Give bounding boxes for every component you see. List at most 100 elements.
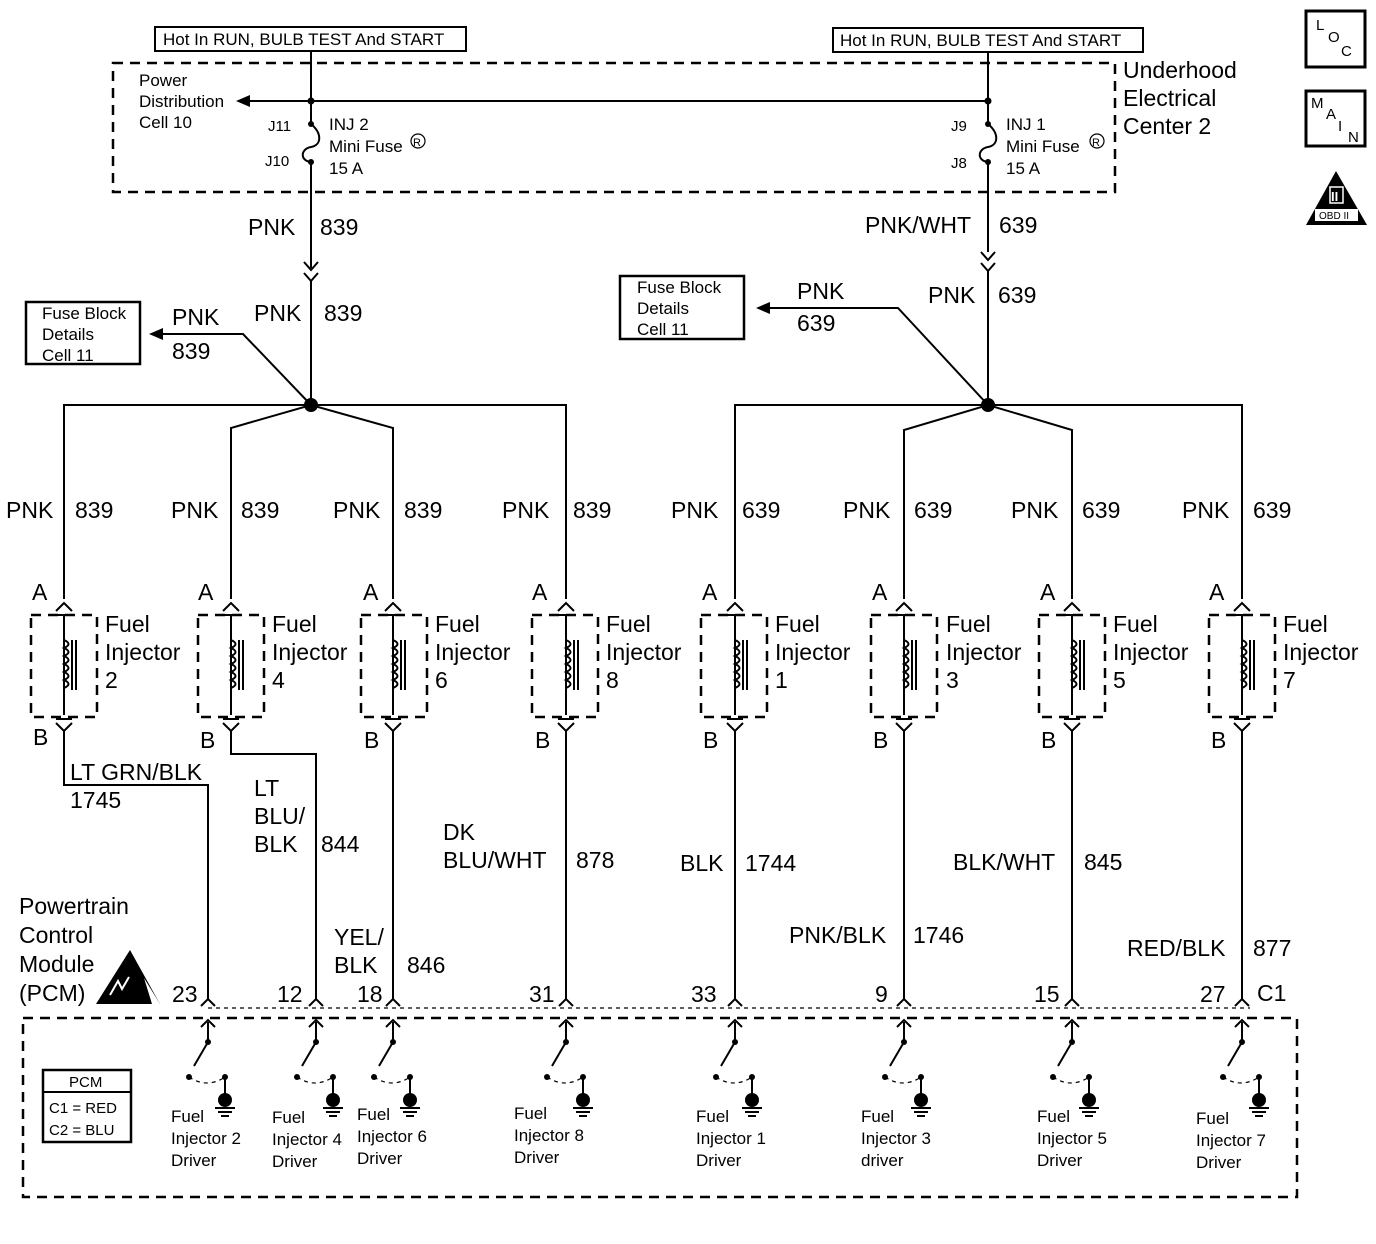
arrow-left-icon (149, 328, 163, 340)
inj2-feed-color: PNK (6, 497, 54, 523)
svg-text:PCM: PCM (69, 1074, 102, 1091)
circuit-839-mid-left: 839 (324, 300, 362, 326)
return-878-color-2: BLU/WHT (443, 847, 547, 873)
svg-text:Cell 11: Cell 11 (42, 346, 94, 365)
pcm-pin-number: 31 (529, 981, 555, 1007)
fuse-left-name: INJ 2 (329, 115, 369, 134)
return-1746-circuit: 1746 (913, 922, 964, 948)
hot-label-right: Hot In RUN, BULB TEST And START (832, 27, 1144, 53)
svg-text:A: A (1040, 579, 1056, 605)
power-dist-1: Power (139, 71, 188, 90)
hot-label-right-text: Hot In RUN, BULB TEST And START (840, 31, 1121, 50)
wire-pnk-wht-upper-right: PNK/WHT (865, 212, 971, 238)
driver-label: Driver (272, 1152, 318, 1171)
pin-chevron-icon (558, 1018, 574, 1028)
main-badge: M A I N (1304, 89, 1367, 148)
fuse-right-name: INJ 1 (1006, 115, 1046, 134)
svg-text:B: B (703, 727, 718, 753)
driver-label: Injector 3 (861, 1129, 931, 1148)
ground-icon (1082, 1093, 1096, 1107)
pcm-title-1: Powertrain (19, 893, 129, 919)
driver-label: driver (861, 1151, 904, 1170)
svg-text:2: 2 (105, 667, 118, 693)
esd-warning-icon (96, 950, 160, 1004)
pin-chevron-icon (1234, 997, 1250, 1007)
svg-text:B: B (1211, 727, 1226, 753)
fuse-left-bottom-pin: J10 (265, 153, 289, 170)
power-dist-2: Distribution (139, 92, 224, 111)
wire-pnk-mid-left: PNK (254, 300, 302, 326)
svg-text:A: A (32, 579, 48, 605)
fuse-block-left-839: 839 (172, 338, 210, 364)
fuse-block-right-639: 639 (797, 310, 835, 336)
return-877-color: RED/BLK (1127, 935, 1226, 961)
svg-text:B: B (200, 727, 215, 753)
pin-chevron-icon (385, 1018, 401, 1028)
driver-label: Injector 7 (1196, 1131, 1266, 1150)
registered-mark-left: R (413, 137, 421, 149)
svg-text:A: A (702, 579, 718, 605)
svg-text:Fuse Block: Fuse Block (637, 278, 722, 297)
driver-label: Injector 6 (357, 1127, 427, 1146)
fuse-left-type: Mini Fuse (329, 137, 403, 156)
pcm-box (21, 1016, 1299, 1199)
inj5-feed-circuit: 639 (1082, 497, 1120, 523)
svg-text:Injector: Injector (435, 639, 511, 665)
inj4-feed-color: PNK (171, 497, 219, 523)
pin-chevron-icon (727, 997, 743, 1007)
pcm-title-3: Module (19, 951, 94, 977)
fuel-injector-7: A B Fuel Injector 7 (1207, 579, 1359, 753)
fuse-inj1: J9 J8 INJ 1 Mini Fuse R 15 A (951, 115, 1105, 252)
pcm-title-2: Control (19, 922, 93, 948)
wire-pnk-mid-right: PNK (928, 282, 976, 308)
inj7-feed-circuit: 639 (1253, 497, 1291, 523)
underhood-label-3: Center 2 (1123, 113, 1211, 139)
fuel-injector-4: A B Fuel Injector 4 (196, 579, 348, 753)
svg-text:Cell 11: Cell 11 (637, 320, 689, 339)
driver-label: Fuel (357, 1105, 390, 1124)
pcm-pin-number: 12 (277, 981, 303, 1007)
ground-icon (326, 1093, 340, 1107)
svg-text:7: 7 (1283, 667, 1296, 693)
underhood-electrical-center-box (111, 61, 1117, 194)
inj6-feed-circuit: 839 (404, 497, 442, 523)
return-877-circuit: 877 (1253, 935, 1291, 961)
return-846-color-1: YEL/ (334, 924, 384, 950)
fuse-block-left-pnk: PNK (172, 304, 220, 330)
hot-label-left-text: Hot In RUN, BULB TEST And START (163, 30, 444, 49)
return-844-color-3: BLK (254, 831, 298, 857)
svg-text:A: A (1209, 579, 1225, 605)
wire-1745 (63, 731, 209, 1000)
ground-icon (218, 1093, 232, 1107)
driver-label: Injector 1 (696, 1129, 766, 1148)
svg-text:O: O (1328, 29, 1340, 46)
svg-text:A: A (198, 579, 214, 605)
pcm-title-4: (PCM) (19, 980, 85, 1006)
return-844-color-1: LT (254, 775, 279, 801)
return-1745-circuit: 1745 (70, 787, 121, 813)
driver-label: Fuel (272, 1108, 305, 1127)
fuel-injector-2: A B Fuel Injector 2 (29, 579, 181, 750)
svg-text:Injector: Injector (105, 639, 181, 665)
ground-icon (745, 1093, 759, 1107)
inj7-feed-color: PNK (1182, 497, 1230, 523)
svg-text:Injector: Injector (946, 639, 1022, 665)
driver-label: Fuel (1037, 1107, 1070, 1126)
inj3-feed-color: PNK (843, 497, 891, 523)
pcm-pin-number: 18 (357, 981, 383, 1007)
svg-text:6: 6 (435, 667, 448, 693)
svg-text:Fuel: Fuel (435, 611, 480, 637)
svg-text:B: B (364, 727, 379, 753)
ground-icon (1252, 1093, 1266, 1107)
svg-text:Injector: Injector (1283, 639, 1359, 665)
svg-text:M: M (1311, 95, 1324, 112)
pcm-pin-number: 33 (691, 981, 717, 1007)
inj4-feed-circuit: 839 (241, 497, 279, 523)
connector-c1-label: C1 (1257, 980, 1286, 1006)
svg-text:C2 = BLU: C2 = BLU (49, 1122, 114, 1139)
arrow-left-icon (756, 302, 770, 314)
